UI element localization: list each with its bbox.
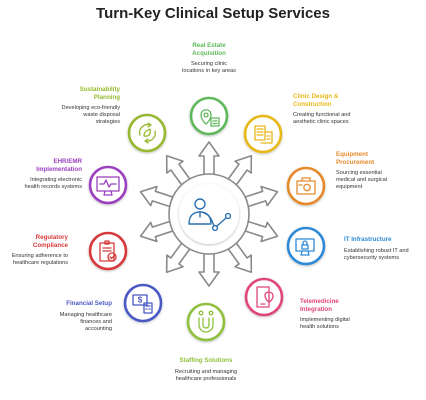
service-node: [88, 231, 128, 271]
service-node: [127, 113, 167, 153]
service-heading: Real Estate Acquisition: [192, 42, 226, 57]
service-node: [244, 277, 284, 317]
service-heading: Equipment Procurement: [336, 151, 375, 166]
blueprint-icon: [254, 125, 273, 144]
service-heading: Sustainability Planning: [79, 86, 120, 101]
node-circle: [186, 302, 226, 342]
service-heading: Telemedicine Integration: [300, 298, 339, 313]
computer-lock-icon: [295, 238, 315, 256]
service-description: Establishing robust IT and cybersecurity…: [344, 247, 409, 261]
service-description: Integrating electronic health records sy…: [24, 177, 82, 190]
doctor-stethoscope-icon: [188, 198, 232, 232]
service-node: [186, 302, 226, 342]
service-nodes: $: [88, 96, 326, 342]
recycle-leaf-icon: [139, 122, 156, 144]
tablet-heart-icon: [256, 286, 274, 308]
service-heading: EHR/EMR Implementation: [36, 158, 82, 173]
service-node: [243, 114, 283, 154]
node-circle: [123, 283, 163, 323]
service-description: Securing clinic locations in key areas: [182, 61, 236, 74]
node-circle: [286, 166, 326, 206]
clipboard-check-icon: [99, 240, 117, 262]
page-title: Turn-Key Clinical Setup Services: [96, 5, 330, 22]
people-magnet-icon: [198, 310, 214, 333]
service-description: Implementing digital health solutions: [300, 317, 350, 330]
building-pin-icon: [200, 109, 220, 127]
service-description: Sourcing essential medical and surgical …: [336, 170, 387, 190]
service-description: Ensuring adherence to healthcare regulat…: [11, 253, 68, 266]
service-description: Recruiting and managing healthcare profe…: [174, 368, 238, 382]
service-node: $: [123, 283, 163, 323]
node-circle: [286, 226, 326, 266]
center-hub: [179, 184, 239, 244]
service-heading: Regulatory Compliance: [32, 234, 68, 249]
equipment-box-icon: [296, 177, 316, 195]
svg-text:$: $: [138, 296, 143, 305]
money-calculator-icon: $: [132, 294, 153, 314]
service-heading: Financial Setup: [66, 300, 112, 307]
service-heading: Clinic Design & Construction: [293, 93, 339, 108]
service-description: Managing healthcare finances and account…: [59, 311, 112, 332]
node-circle: [189, 96, 229, 136]
monitor-pulse-icon: [96, 176, 120, 196]
service-node: [189, 96, 229, 136]
service-description: Developing eco-friendly waste disposal s…: [61, 105, 120, 125]
service-heading: IT Infrastructure: [344, 236, 392, 243]
service-node: [88, 165, 128, 205]
service-node: [286, 166, 326, 206]
node-circle: [243, 114, 283, 154]
service-description: Creating functional and aesthetic clinic…: [293, 112, 351, 125]
service-heading: Staffing Solutions: [179, 357, 233, 364]
service-node: [286, 226, 326, 266]
node-circle: [244, 277, 284, 317]
node-circle: [127, 113, 167, 153]
